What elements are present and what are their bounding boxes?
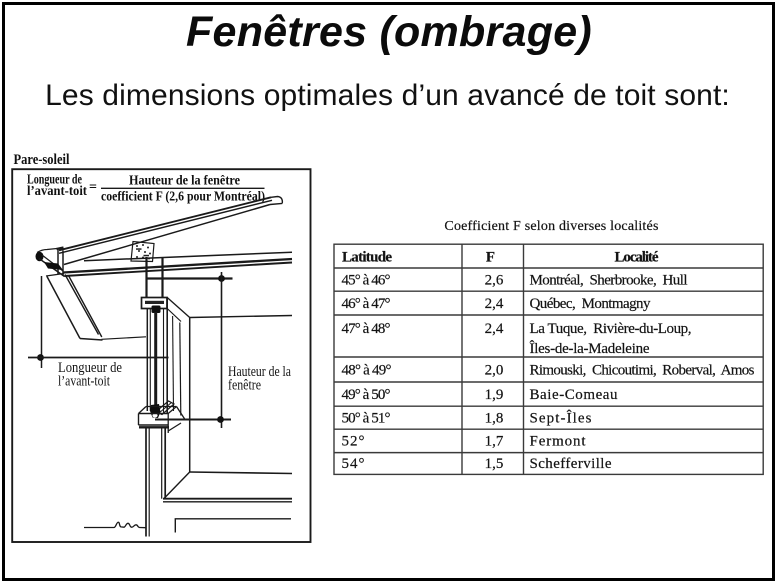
svg-text:Latitude: Latitude (342, 250, 392, 266)
svg-text:Montréal, Sherbrooke, Hull: Montréal, Sherbrooke, Hull (530, 273, 688, 289)
svg-text:Hauteur de la: Hauteur de la (228, 364, 291, 380)
svg-text:Localité: Localité (615, 250, 659, 266)
svg-text:Québec, Montmagny: Québec, Montmagny (530, 296, 652, 312)
svg-text:Rimouski, Chicoutimi, Roberv: Rimouski, Chicoutimi, Roberval, Amos (530, 363, 755, 379)
svg-text:48° à 49°: 48° à 49° (342, 363, 392, 379)
svg-text:F: F (486, 250, 495, 266)
svg-text:Îles-de-la-Madeleine: Îles-de-la-Madeleine (530, 340, 650, 357)
svg-text:45° à 46°: 45° à 46° (342, 273, 391, 289)
svg-text:Schefferville: Schefferville (530, 456, 612, 472)
svg-text:Baie-Comeau: Baie-Comeau (530, 387, 619, 403)
svg-text:Fermont: Fermont (530, 434, 587, 450)
svg-text:La Tuque, Rivière-du-Loup,: La Tuque, Rivière-du-Loup, (530, 321, 692, 337)
svg-text:fenêtre: fenêtre (228, 378, 261, 394)
svg-text:49° à 50°: 49° à 50° (342, 387, 391, 403)
svg-text:1,5: 1,5 (485, 456, 504, 472)
svg-text:l’avant-toit: l’avant-toit (58, 374, 110, 390)
svg-text:1,9: 1,9 (485, 387, 504, 403)
svg-text:coefficient F (2,6 pour Montré: coefficient F (2,6 pour Montréal) (101, 189, 265, 204)
svg-text:1,8: 1,8 (485, 411, 504, 427)
svg-text:52°: 52° (342, 434, 365, 450)
svg-text:Longueur de: Longueur de (58, 360, 122, 376)
svg-text:=: = (89, 180, 97, 195)
svg-text:Coefficient F selon diverses l: Coefficient F selon diverses localités (444, 219, 658, 234)
svg-text:47° à 48°: 47° à 48° (342, 321, 391, 337)
svg-text:2,4: 2,4 (485, 321, 504, 337)
svg-text:54°: 54° (342, 456, 365, 472)
svg-text:2,4: 2,4 (485, 296, 504, 312)
svg-text:2,6: 2,6 (485, 273, 504, 289)
svg-text:1,7: 1,7 (485, 434, 504, 450)
svg-text:Hauteur de la fenêtre: Hauteur de la fenêtre (129, 173, 240, 188)
svg-text:2,0: 2,0 (485, 363, 504, 379)
svg-text:50° à 51°: 50° à 51° (342, 411, 391, 427)
svg-text:Sept-Îles: Sept-Îles (530, 410, 592, 427)
svg-text:Pare-soleil: Pare-soleil (14, 152, 70, 168)
svg-text:46° à 47°: 46° à 47° (342, 296, 391, 312)
svg-text:l’avant-toit: l’avant-toit (27, 183, 87, 198)
svg-text:Longueur de: Longueur de (27, 172, 82, 187)
